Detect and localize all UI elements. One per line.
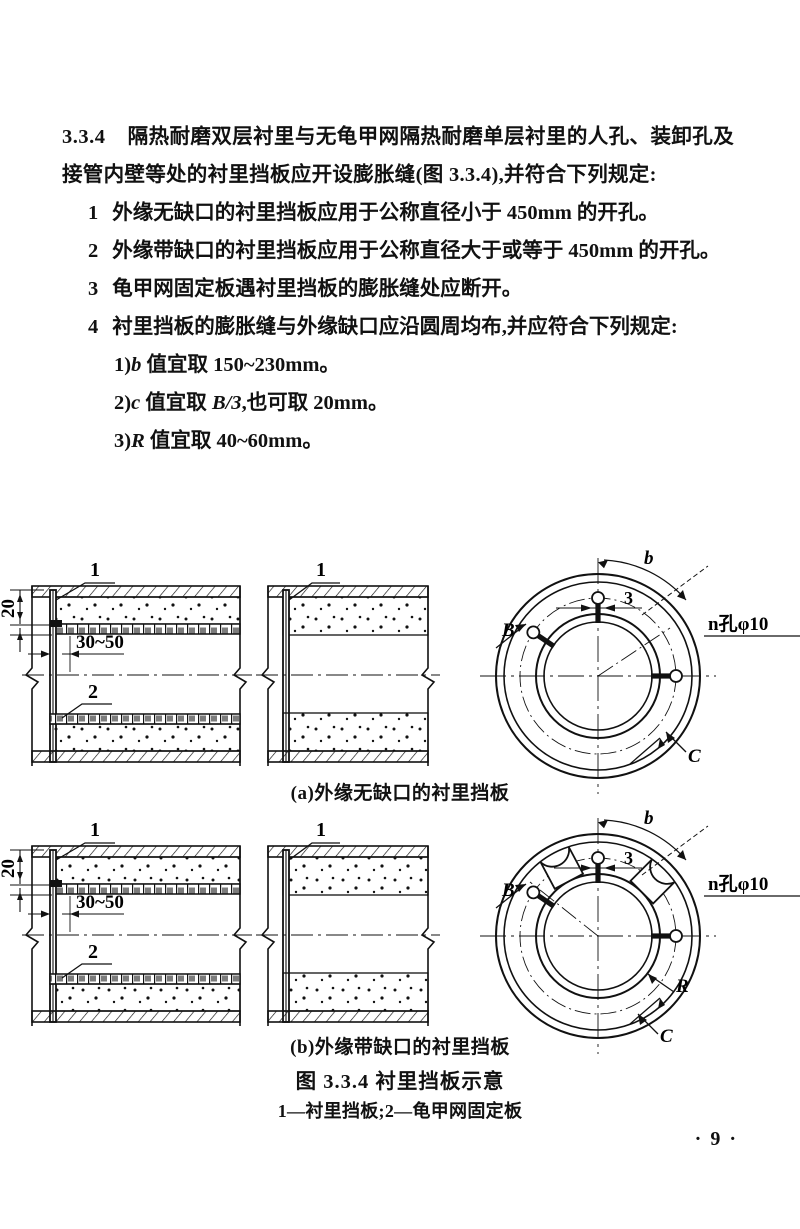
arc-C-label: C bbox=[660, 1026, 673, 1047]
figure-b-drawing: 20 30~50 1 2 bbox=[0, 808, 800, 1058]
expansion-gap bbox=[526, 885, 556, 909]
callout-1-label: 1 bbox=[90, 559, 100, 581]
dimension-20-label: 20 bbox=[0, 859, 19, 878]
dimension-3-label: 3 bbox=[624, 848, 633, 868]
sub-item-value: 150~230mm bbox=[213, 354, 320, 376]
sub-item-value: B/3 bbox=[211, 392, 242, 414]
sub-item-text-before: 值宜取 bbox=[140, 392, 212, 414]
sub-item-marker: 3) bbox=[114, 430, 132, 452]
holes-label: n孔φ10 bbox=[708, 873, 768, 895]
sub-item-symbol: R bbox=[131, 430, 145, 452]
figure-b-svg: 20 30~50 1 2 bbox=[0, 808, 800, 1054]
expansion-gap bbox=[651, 929, 683, 943]
arc-b-label: b bbox=[644, 808, 654, 829]
callout-2-label: 2 bbox=[88, 681, 98, 703]
list-item-text: 外缘无缺口的衬里挡板应用于公称直径小于 450mm 的开孔。 bbox=[112, 202, 659, 224]
dimension-3-label: 3 bbox=[624, 588, 633, 608]
arc-C-label: C bbox=[688, 746, 701, 767]
ring-plan-view-no-notch: b 3 B C n孔φ10 bbox=[480, 548, 800, 794]
list-item: 2 外缘带缺口的衬里挡板应用于公称直径大于或等于 450mm 的开孔。 bbox=[62, 232, 734, 270]
section-view-double-layer: 20 30~50 1 2 bbox=[0, 819, 252, 1026]
list-item: 1 外缘无缺口的衬里挡板应用于公称直径小于 450mm 的开孔。 bbox=[62, 194, 734, 232]
sub-item-marker: 1) bbox=[114, 354, 132, 376]
text-block: 3.3.4 隔热耐磨双层衬里与无龟甲网隔热耐磨单层衬里的人孔、装卸孔及接管内壁等… bbox=[62, 118, 734, 460]
clause-body: 隔热耐磨双层衬里与无龟甲网隔热耐磨单层衬里的人孔、装卸孔及接管内壁等处的衬里挡板… bbox=[62, 126, 734, 186]
sub-item-text-after: ,也可取 20mm。 bbox=[241, 392, 389, 414]
clause-paragraph: 3.3.4 隔热耐磨双层衬里与无龟甲网隔热耐磨单层衬里的人孔、装卸孔及接管内壁等… bbox=[62, 118, 734, 194]
sub-item-text-before: 值宜取 bbox=[144, 430, 217, 452]
ring-plan-view-with-notch: b 3 B R C n孔φ10 bbox=[480, 808, 800, 1054]
list-item-marker: 3 bbox=[88, 278, 99, 300]
list-item-marker: 4 bbox=[88, 316, 99, 338]
figure-main-caption: 图 3.3.4 衬里挡板示意 bbox=[295, 1071, 505, 1093]
section-view-single-layer: 1 bbox=[256, 819, 440, 1026]
arc-b-label: b bbox=[644, 548, 654, 569]
figure-a-caption: (a)外缘无缺口的衬里挡板 bbox=[290, 783, 510, 804]
list-item-text: 外缘带缺口的衬里挡板应用于公称直径大于或等于 450mm 的开孔。 bbox=[112, 240, 721, 262]
sub-item-symbol: b bbox=[131, 354, 142, 376]
arc-B-label: B bbox=[501, 880, 515, 901]
expansion-gap bbox=[526, 625, 556, 649]
expansion-gap bbox=[591, 851, 605, 883]
figure-a-svg: 20 30~50 1 2 bbox=[0, 548, 800, 794]
edge-notch bbox=[629, 858, 676, 905]
dimension-30-50-label: 30~50 bbox=[76, 632, 124, 653]
sub-item-text-before: 值宜取 bbox=[141, 354, 214, 376]
list-item-text: 衬里挡板的膨胀缝与外缘缺口应沿圆周均布,并应符合下列规定: bbox=[112, 316, 678, 338]
callout-1-label: 1 bbox=[90, 819, 100, 841]
arc-B-label: B bbox=[501, 620, 515, 641]
expansion-gap bbox=[651, 669, 683, 683]
page-number: · 9 · bbox=[694, 1128, 738, 1150]
dimension-20-label: 20 bbox=[0, 599, 19, 618]
section-view-single-layer: 1 bbox=[256, 559, 440, 766]
list-item-marker: 2 bbox=[88, 240, 99, 262]
list-item-marker: 1 bbox=[88, 202, 99, 224]
sub-list-item: 1)b 值宜取 150~230mm。 bbox=[62, 346, 734, 384]
list-item: 3 龟甲网固定板遇衬里挡板的膨胀缝处应断开。 bbox=[62, 270, 734, 308]
sub-item-text-after: 。 bbox=[319, 354, 340, 376]
list-item: 4 衬里挡板的膨胀缝与外缘缺口应沿圆周均布,并应符合下列规定: bbox=[62, 308, 734, 346]
holes-label: n孔φ10 bbox=[708, 613, 768, 635]
callout-1-label: 1 bbox=[316, 559, 326, 581]
sub-list-item: 3)R 值宜取 40~60mm。 bbox=[62, 422, 734, 460]
radius-R-label: R bbox=[675, 976, 689, 997]
dimension-30-50-label: 30~50 bbox=[76, 892, 124, 913]
sub-list-item: 2)c 值宜取 B/3,也可取 20mm。 bbox=[62, 384, 734, 422]
sub-item-value: 40~60mm bbox=[216, 430, 303, 452]
sub-item-text-after: 。 bbox=[302, 430, 323, 452]
figure-a-drawing: 20 30~50 1 2 bbox=[0, 548, 800, 798]
sub-item-marker: 2) bbox=[114, 392, 132, 414]
list-item-text: 龟甲网固定板遇衬里挡板的膨胀缝处应断开。 bbox=[112, 278, 523, 300]
sub-item-symbol: c bbox=[131, 392, 141, 414]
callout-2-label: 2 bbox=[88, 941, 98, 963]
callout-1-label: 1 bbox=[316, 819, 326, 841]
figure-legend: 1—衬里挡板;2—龟甲网固定板 bbox=[277, 1101, 523, 1121]
clause-number: 3.3.4 bbox=[62, 126, 106, 148]
section-view-double-layer: 20 30~50 1 2 bbox=[0, 559, 252, 766]
expansion-gap bbox=[591, 591, 605, 623]
figure-b-caption: (b)外缘带缺口的衬里挡板 bbox=[290, 1037, 510, 1058]
